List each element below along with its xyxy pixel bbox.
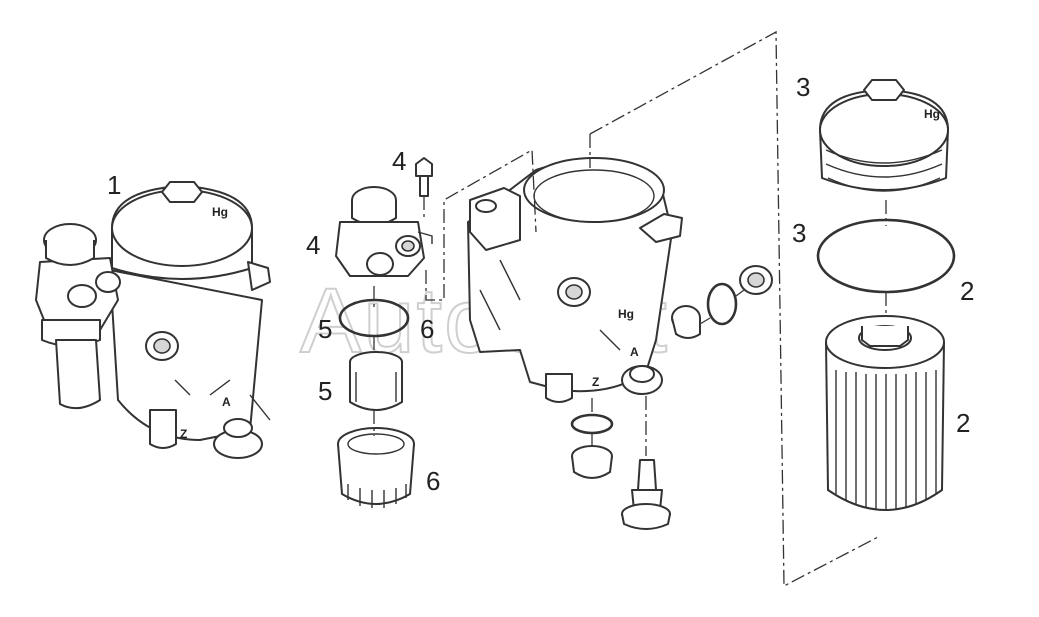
callout-2-element: 2 (956, 408, 970, 438)
ribbed-cup-part (337, 427, 415, 508)
cap-o-ring-part (816, 218, 956, 294)
housing-body-part: Hg Z A (467, 157, 683, 403)
assembly-filter-housing-complete: Hg Z A (35, 181, 271, 459)
mark-z-left: Z (180, 427, 187, 441)
callout-6-cup: 6 (426, 466, 440, 496)
bolt-part (415, 157, 433, 197)
svg-text:Hg: Hg (212, 205, 228, 219)
sensor-fitting-part (671, 265, 773, 339)
drain-plug-part (570, 413, 614, 479)
callout-3-cap: 3 (796, 72, 810, 102)
callout-6-seal: 6 (420, 314, 434, 344)
assembly-guide-lines (373, 30, 887, 588)
drain-valve-part (621, 459, 671, 530)
filter-element-part (825, 315, 945, 511)
callout-3-o-ring: 3 (792, 218, 806, 248)
callout-2-o-ring: 2 (960, 276, 974, 306)
svg-text:Hg: Hg (618, 307, 634, 321)
svg-text:Hg: Hg (924, 107, 940, 121)
mark-a-left: A (222, 395, 231, 409)
mark-a-right: A (630, 345, 639, 359)
check-valve-sleeve-part (349, 351, 403, 411)
callout-4-bolt: 4 (392, 146, 406, 176)
callout-4-valve-head: 4 (306, 230, 320, 260)
callout-1: 1 (107, 170, 121, 200)
callout-5-o-ring: 5 (318, 314, 332, 344)
valve-head-part (335, 186, 433, 277)
callout-5-sleeve: 5 (318, 376, 332, 406)
mark-z-right: Z (592, 375, 599, 389)
filter-cap-part: Hg (819, 79, 949, 192)
